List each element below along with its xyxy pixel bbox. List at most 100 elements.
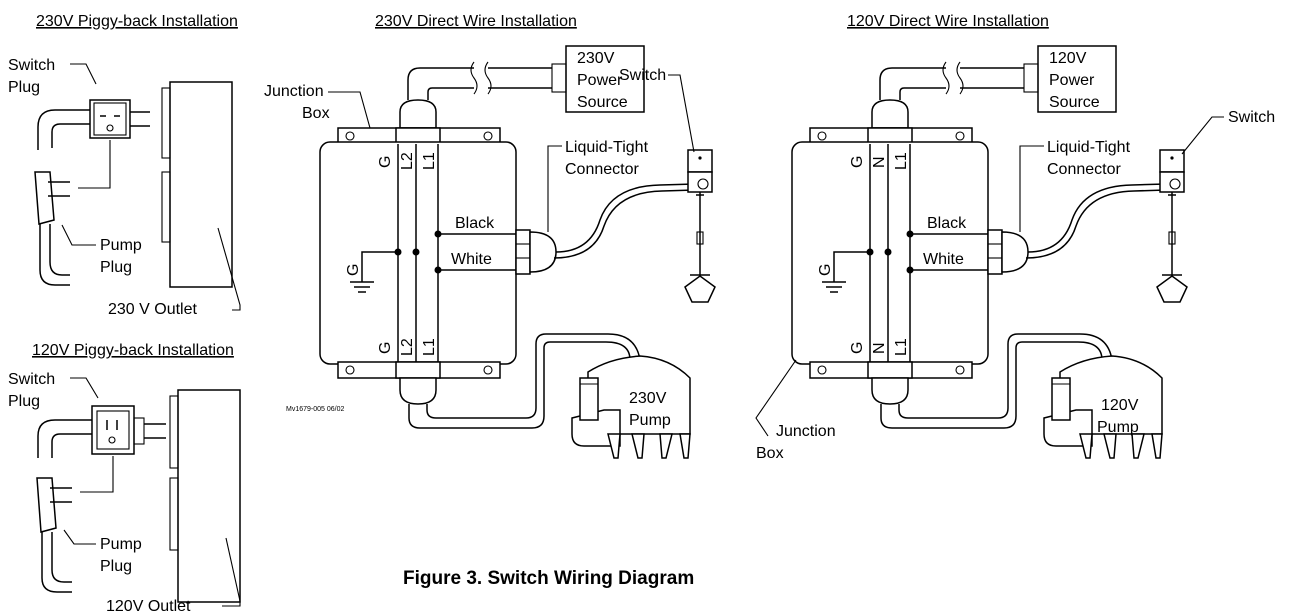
outlet-230v-box: [169, 81, 233, 288]
piggyback-230v-section: Switch Plug Pump Plug 230 V Outlet: [8, 57, 241, 318]
pump-120v-pipe: [1051, 377, 1071, 421]
bottom-fitting-120v: [871, 377, 909, 405]
pump-230v-voltage: 230V: [629, 390, 667, 407]
switch-plug-120-label-line2: Plug: [8, 393, 40, 410]
pump-plug-120-label-line2: Plug: [100, 558, 132, 575]
top-fitting-120v: [871, 99, 909, 129]
pump-plug-120-leader: [63, 529, 96, 545]
term-g-top-120v: G: [849, 156, 866, 168]
header-230v-direct-wire: 230V Direct Wire Installation: [375, 13, 577, 30]
pump-120v-voltage: 120V: [1101, 397, 1139, 414]
term-l1-top-120v: L1: [893, 152, 910, 170]
outlet-230v-lower-receptacle: [161, 171, 171, 243]
ground-label-230v: G: [345, 264, 362, 276]
conduit-230v: [407, 67, 552, 100]
pump-plug-120-body: [36, 477, 57, 533]
liquid-tight-label-line1-120v: Liquid-Tight: [1047, 139, 1131, 156]
pump-cable-230v: [408, 341, 631, 429]
switch-plug-120-label-line1: Switch: [8, 371, 55, 388]
float-switch-230v: [687, 149, 713, 173]
switch-plug-label-line2: Plug: [8, 79, 40, 96]
term-l1-top-230v: L1: [421, 152, 438, 170]
pump-plug-body: [34, 171, 55, 225]
junction-label-line2-120v: Box: [756, 445, 784, 462]
outlet-120v-box: [177, 389, 241, 603]
switch-plug-cord: [37, 109, 90, 150]
bottom-fitting-230v: [399, 377, 437, 405]
power-source-120v-power: Power: [1049, 72, 1095, 89]
term-n-top-120v: N: [871, 156, 888, 168]
power-source-230v-source: Source: [577, 94, 628, 111]
outlet-230v-upper-receptacle: [161, 87, 171, 159]
term-l2-bottom-230v: L2: [399, 338, 416, 356]
term-n-bottom-120v: N: [871, 342, 888, 354]
term-l2-top-230v: L2: [399, 152, 416, 170]
white-label-230v: White: [451, 251, 492, 268]
direct-wire-230v-section: 230V Power Source G L2 L1 G L2 L1: [264, 45, 716, 459]
liquid-tight-label-line1-230v: Liquid-Tight: [565, 139, 649, 156]
liquid-tight-connector-230v: [515, 229, 531, 275]
float-switch-120v: [1159, 149, 1185, 173]
switch-plug-body: [89, 99, 131, 139]
switch-label-230v: Switch: [619, 67, 666, 84]
pump-plug-120-label-line1: Pump: [100, 536, 142, 553]
power-source-230v-box: [565, 45, 645, 113]
junction-leader-120v: [755, 359, 797, 437]
junction-label-line1-230v: Junction: [264, 83, 324, 100]
term-g-bottom-230v: G: [377, 342, 394, 354]
piggyback-120v-section: Switch Plug Pump Plug 120V Outlet: [8, 371, 241, 615]
junction-leader-230v: [328, 91, 371, 129]
pump-plug-label-line2: Plug: [100, 259, 132, 276]
black-label-230v: Black: [455, 215, 495, 232]
direct-wire-120v-section: 120V Power Source G N L1 G N L1: [755, 45, 1275, 462]
outlet-120v-lower-receptacle: [169, 477, 179, 551]
switch-plug-label-line1: Switch: [8, 57, 55, 74]
term-l1-bottom-230v: L1: [421, 338, 438, 356]
ground-label-120v: G: [817, 264, 834, 276]
ground-wire-230v: [361, 251, 398, 282]
outlet-120v-leader: [222, 537, 241, 607]
switch-plug-leader: [70, 63, 97, 85]
top-fitting-230v: [399, 99, 437, 129]
ground-wire-120v: [833, 251, 870, 282]
junction-label-line2-230v: Box: [302, 105, 330, 122]
switch-plug-120-leader: [70, 377, 99, 399]
plug-120-connection-arrow: [80, 456, 114, 493]
switch-cable-120v: [1027, 183, 1167, 253]
pump-120v-label: Pump: [1097, 419, 1139, 436]
liquid-tight-leader-230v: [547, 145, 562, 232]
pump-230v-label: Pump: [629, 412, 671, 429]
figure-caption: Figure 3. Switch Wiring Diagram: [403, 568, 694, 589]
junction-label-line1-120v: Junction: [776, 423, 836, 440]
header-120v-piggyback: 120V Piggy-back Installation: [32, 342, 234, 359]
liquid-tight-leader-120v: [1019, 145, 1044, 232]
liquid-tight-label-line2-120v: Connector: [1047, 161, 1121, 178]
pump-plug-leader: [61, 224, 96, 246]
switch-leader-120v: [1181, 116, 1224, 155]
outlet-120v-label: 120V Outlet: [106, 598, 191, 615]
header-120v-direct-wire: 120V Direct Wire Installation: [847, 13, 1049, 30]
power-source-120v-source: Source: [1049, 94, 1100, 111]
conduit-120v: [879, 67, 1024, 100]
switch-plug-face: [93, 102, 127, 136]
power-source-230v-voltage: 230V: [577, 50, 615, 67]
drawing-id: Mv1679-005 06/02: [286, 406, 344, 413]
liquid-tight-label-line2-230v: Connector: [565, 161, 639, 178]
liquid-tight-connector-120v: [987, 229, 1003, 275]
black-label-120v: Black: [927, 215, 967, 232]
switch-label-120v: Switch: [1228, 109, 1275, 126]
plug-connection-arrow: [78, 140, 111, 189]
outlet-230v-label: 230 V Outlet: [108, 301, 198, 318]
term-g-top-230v: G: [377, 156, 394, 168]
pump-plug-label-line1: Pump: [100, 237, 142, 254]
power-source-120v-voltage: 120V: [1049, 50, 1087, 67]
power-source-230v-power: Power: [577, 72, 623, 89]
switch-plug-120-body: [91, 405, 135, 455]
header-230v-piggyback: 230V Piggy-back Installation: [36, 13, 238, 30]
outlet-230v-leader: [217, 227, 241, 311]
pump-cable-120v: [880, 341, 1103, 429]
white-label-120v: White: [923, 251, 964, 268]
outlet-120v-upper-receptacle: [169, 395, 179, 469]
term-l1-bottom-120v: L1: [893, 338, 910, 356]
